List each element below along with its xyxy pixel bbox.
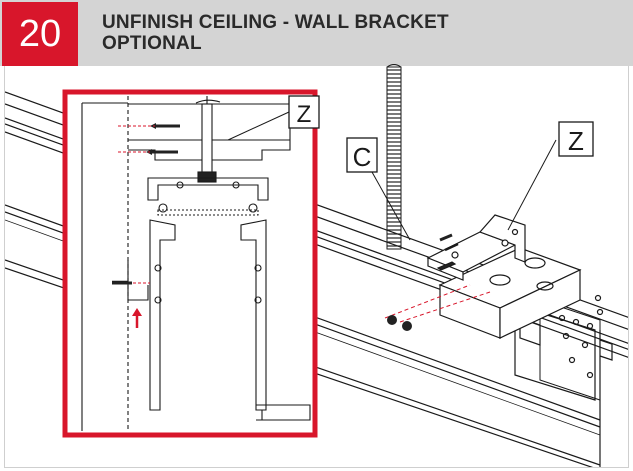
- callout-detail-bracket-label: Z: [297, 101, 312, 128]
- step-title-line-2: OPTIONAL: [102, 33, 202, 54]
- step-title-line-1: UNFINISH CEILING - WALL BRACKET: [102, 12, 449, 33]
- step-number-badge: 20: [2, 2, 78, 66]
- mounting-bracket-z: [426, 214, 526, 281]
- callout-conduit: C: [346, 137, 411, 241]
- mounting-screws: [384, 233, 491, 331]
- callout-main-bracket: Z: [507, 121, 594, 231]
- junction-box: [438, 247, 582, 339]
- step-title: UNFINISH CEILING - WALL BRACKET OPTIONAL: [102, 12, 622, 54]
- diagram-frame: [4, 66, 629, 468]
- detail-screws: [112, 123, 180, 328]
- detail-inset: Z: [62, 89, 320, 438]
- callout-main-bracket-label: Z: [568, 126, 584, 156]
- callout-conduit-label: C: [353, 142, 372, 172]
- step-header: 20 UNFINISH CEILING - WALL BRACKET OPTIO…: [0, 0, 633, 66]
- flexible-conduit: [386, 64, 402, 250]
